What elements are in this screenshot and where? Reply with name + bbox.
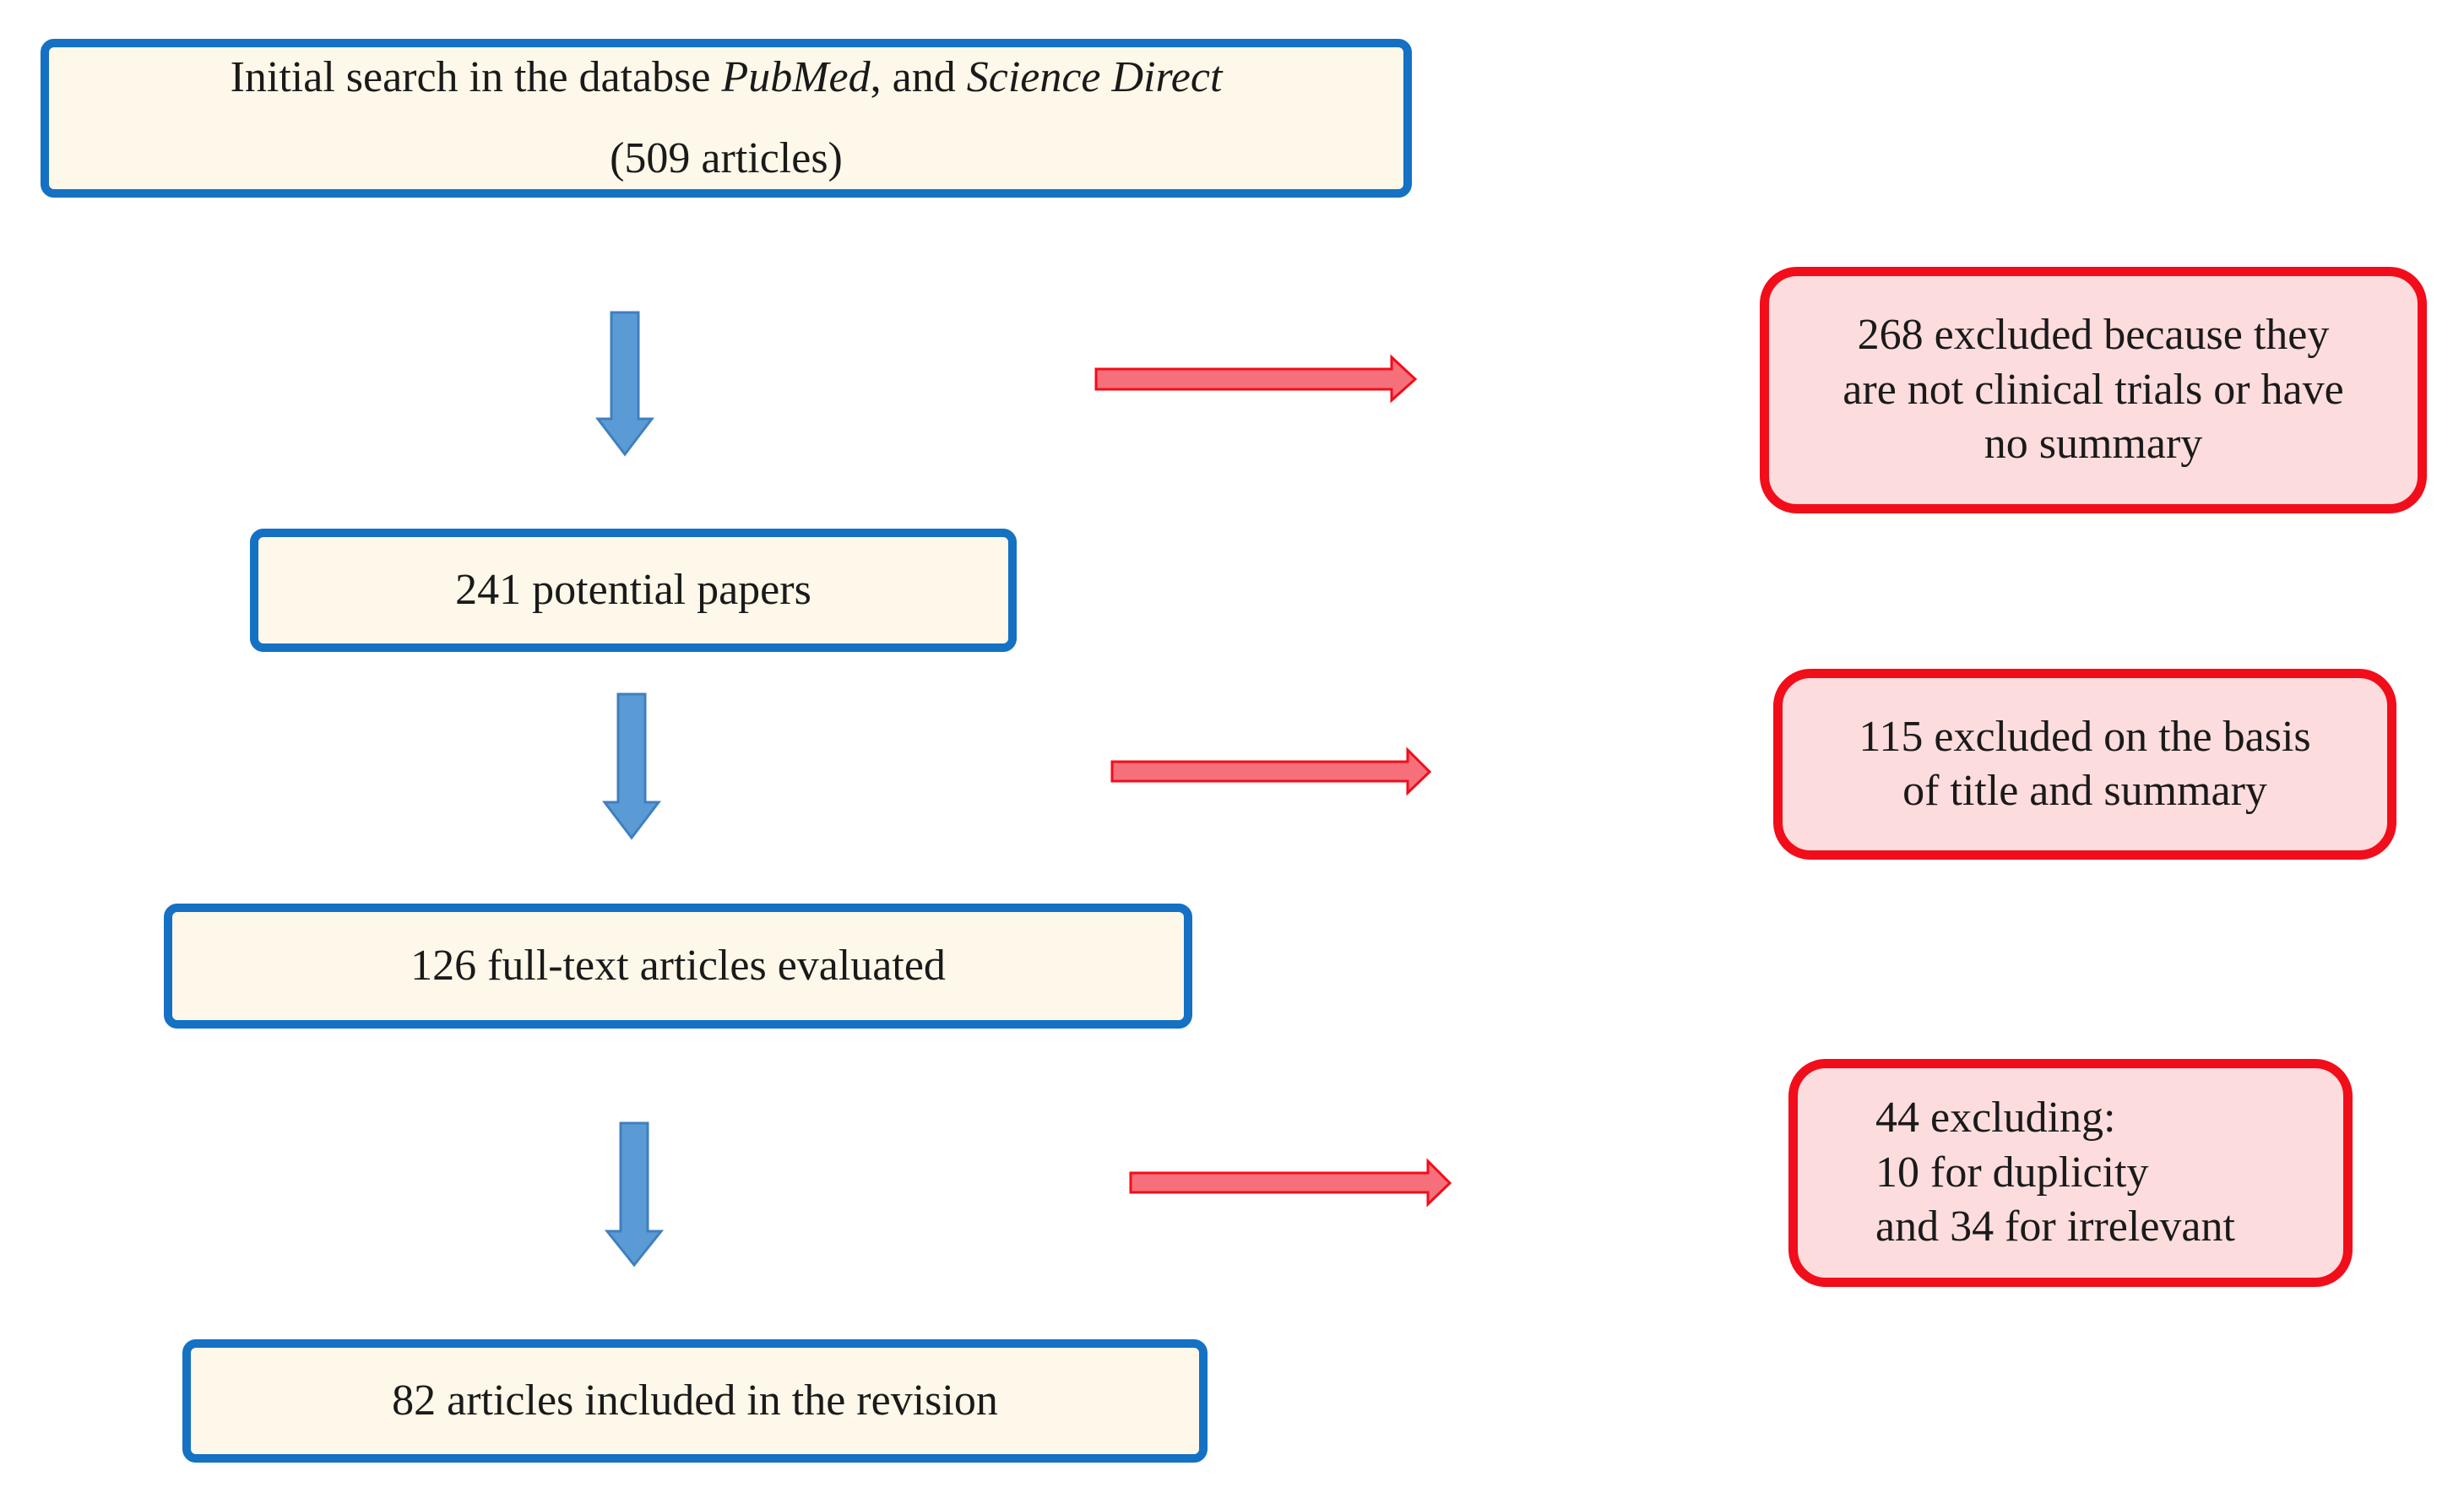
exclusion-3-line-1: 44 excluding: (1875, 1094, 2116, 1143)
initial-search-connector: , and (870, 53, 967, 102)
included-articles-box: 82 articles included in the revision (182, 1339, 1208, 1463)
database-pubmed: PubMed (721, 53, 871, 102)
down-arrow-2 (601, 692, 662, 840)
database-science-direct: Science Direct (966, 53, 1223, 102)
down-arrow-3 (604, 1121, 665, 1268)
side-arrow-3 (1129, 1158, 1452, 1208)
fulltext-evaluated-label: 126 full-text articles evaluated (410, 942, 946, 991)
initial-search-box: Initial search in the databse PubMed, an… (41, 39, 1412, 198)
exclusion-3-line-3: and 34 for irrelevant (1875, 1203, 2235, 1251)
fulltext-evaluated-box: 126 full-text articles evaluated (164, 904, 1192, 1029)
exclusion-box-3: 44 excluding: 10 for duplicity and 34 fo… (1788, 1059, 2353, 1287)
exclusion-box-1: 268 excluded because they are not clinic… (1760, 267, 2427, 513)
included-articles-label: 82 articles included in the revision (392, 1376, 998, 1425)
exclusion-3-line-2: 10 for duplicity (1875, 1148, 2149, 1197)
side-arrow-2 (1110, 746, 1432, 796)
initial-search-text: Initial search in the databse (230, 53, 722, 102)
initial-search-line: Initial search in the databse PubMed, an… (231, 49, 1223, 106)
exclusion-1-line-3: no summary (1984, 420, 2203, 469)
side-arrow-1 (1094, 354, 1418, 404)
exclusion-1-line-2: are not clinical trials or have (1843, 365, 2344, 414)
exclusion-2-line-2: of title and summary (1902, 767, 2267, 815)
initial-article-count: (509 articles) (610, 134, 843, 182)
down-arrow-1 (594, 311, 655, 457)
exclusion-1-line-1: 268 excluded because they (1857, 311, 2330, 360)
potential-papers-label: 241 potential papers (455, 566, 811, 615)
potential-papers-box: 241 potential papers (250, 529, 1017, 652)
exclusion-2-line-1: 115 excluded on the basis (1859, 712, 2311, 761)
exclusion-box-2: 115 excluded on the basis of title and s… (1773, 669, 2396, 860)
